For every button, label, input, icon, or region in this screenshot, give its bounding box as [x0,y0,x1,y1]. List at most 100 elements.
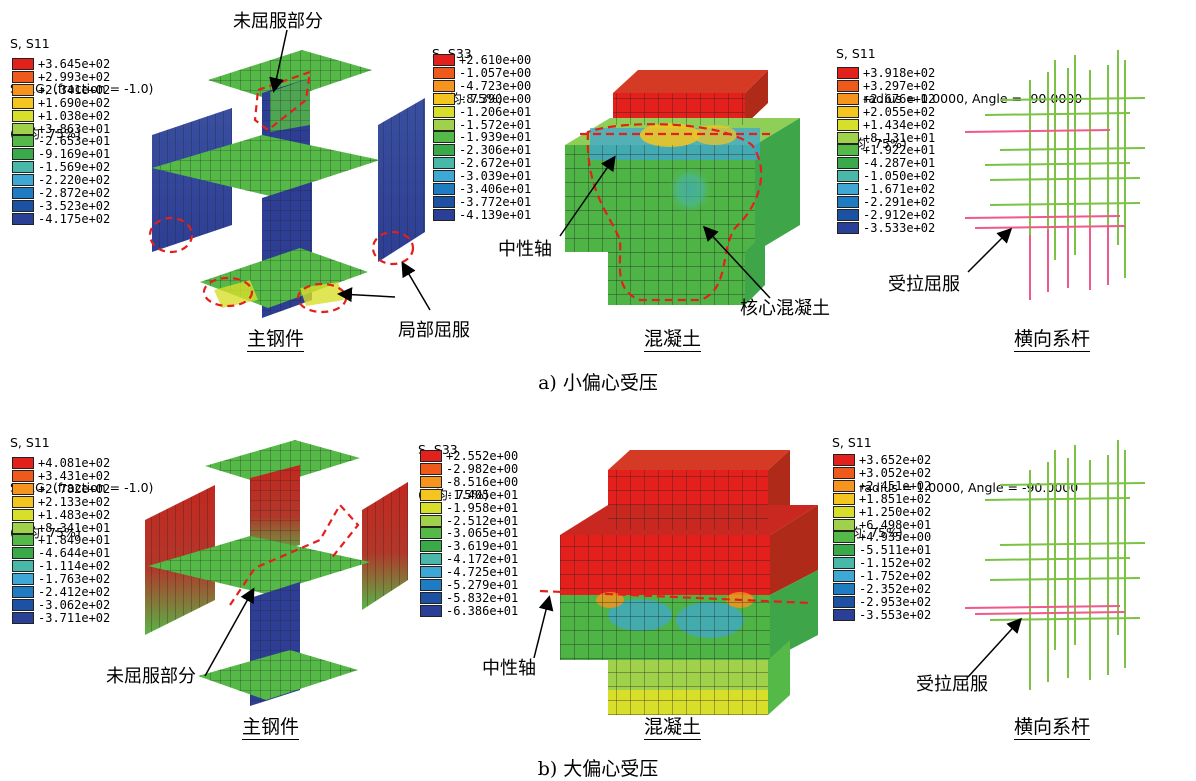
legend-swatch [433,66,455,79]
legend-header-line: S, S11 [10,36,50,51]
legend-value: -2.512e+01 [446,513,519,528]
legend-entry: +4.081e+02 [12,457,110,469]
steel-model-b [145,440,408,706]
legend-value: +1.483e+02 [38,507,111,522]
legend-entry: -4.644e+01 [12,547,110,560]
legend-entry: -2.412e+02 [12,586,110,598]
legend-swatch [433,131,455,144]
legend-entry: -1.050e+02 [837,169,936,184]
legend-value: -2.412e+02 [38,585,111,599]
legend-value: -3.553e+02 [859,607,932,622]
legend-entry: -3.406e+01 [433,183,531,195]
legend-entry: +2.610e+00 [433,54,531,66]
legend-value: +8.131e+01 [863,130,936,145]
legend-value: -5.511e+01 [859,543,932,558]
legend-entry: +2.341e+02 [12,83,110,96]
legend-value: -1.050e+02 [863,169,936,184]
legend-value: -1.114e+02 [38,559,111,574]
legend-entry: -3.533e+02 [837,221,935,234]
legend-value: -1.569e+02 [38,160,111,175]
legend-swatch [837,105,859,118]
legend-value: -4.725e+01 [446,565,519,580]
legend-entry: -2.306e+01 [433,144,531,157]
legend-swatch [833,518,855,531]
legend-value: +1.250e+02 [859,504,932,519]
legend-entry: -1.572e+01 [433,118,531,131]
legend-value: -3.065e+01 [446,526,519,541]
legend-swatch [837,79,859,92]
legend-swatch [433,118,455,131]
legend-value: -8.390e+00 [459,91,532,106]
legend-entry: +2.133e+02 [12,494,111,509]
legend-value: +1.038e+02 [38,108,111,123]
legend-entry: -1.671e+02 [837,182,936,197]
legend-swatch [12,122,34,135]
legend-entry: -2.653e+01 [12,135,110,148]
annotation-tension-yield-b: 受拉屈服 [916,674,988,695]
legend-entry: +1.922e+01 [837,144,935,157]
legend-swatch [12,586,34,598]
legend-swatch [12,508,34,521]
label-ties-b: 横向系杆 [1014,716,1091,738]
legend-entry: -2.220e+02 [12,173,111,188]
legend-value: -3.062e+02 [38,597,111,612]
legend-swatch [420,501,442,514]
legend-swatch [12,212,34,225]
annotation-core-concrete-a: 核心混凝土 [740,298,830,319]
legend-value: -3.772e+01 [459,194,532,209]
legend-value: -1.939e+01 [459,130,532,145]
legend-swatch [837,170,859,183]
legend-header-line: S, S11 [10,435,50,450]
legend-entry: +1.690e+02 [12,96,110,109]
legend-value: +3.052e+02 [859,465,932,480]
legend-entry: +1.483e+02 [12,507,111,522]
legend-entry: -3.772e+01 [433,194,532,209]
legend-swatch [433,157,455,170]
legend-entry: -4.139e+01 [433,208,531,221]
legend-value: +1.434e+02 [863,117,936,132]
legend-entry: +2.552e+00 [420,450,518,462]
legend-swatch [12,482,34,495]
legend-swatch [12,495,34,508]
legend-entry: -1.763e+02 [12,572,111,587]
legend-value: -1.763e+02 [38,572,111,587]
legend-entry: -9.169e+01 [12,147,111,162]
legend-entry: -5.279e+01 [420,579,518,591]
legend-value: +4.935e+00 [859,530,932,545]
legend-swatch [833,570,855,583]
legend-swatch [420,604,442,617]
legend-value: -1.671e+02 [863,182,936,197]
legend-swatch [433,183,455,195]
legend-entry: +2.782e+02 [12,482,110,495]
legend-value: -2.220e+02 [38,173,111,188]
legend-value: +1.851e+02 [859,491,932,506]
legend-value: -5.832e+01 [446,590,519,605]
legend-swatch [420,540,442,553]
legend-value: +2.610e+00 [459,53,532,67]
legend-entry: -4.287e+01 [837,157,935,170]
legend-swatch [12,187,34,199]
legend-value: +2.133e+02 [38,494,111,509]
legend-entry: -3.062e+02 [12,597,111,612]
legend-entry: +6.498e+01 [833,518,931,531]
legend-value: -2.912e+02 [863,207,936,222]
legend-value: -9.169e+01 [38,147,111,162]
core-outline-a [580,123,770,302]
legend-value: -2.872e+02 [38,186,111,200]
legend-value: +2.451e+02 [859,478,932,493]
legend-swatch [12,174,34,187]
legend-swatch [12,521,34,534]
steel-model-a [152,50,425,318]
legend-entry: +8.341e+01 [12,520,111,535]
legend-entry: +3.863e+01 [12,122,110,135]
legend-entry: -1.057e+00 [433,66,531,79]
legend-entry: -2.982e+00 [420,462,518,475]
legend-entry: -1.405e+01 [420,488,518,501]
legend-swatch [833,557,855,570]
legend-entry: -4.175e+02 [12,212,110,225]
legend-entry: +3.297e+02 [837,79,935,92]
legend-value: +8.341e+01 [38,520,111,535]
legend-entry: +8.131e+01 [837,130,936,145]
legend-swatch [837,196,859,208]
legend-swatch [12,58,34,70]
